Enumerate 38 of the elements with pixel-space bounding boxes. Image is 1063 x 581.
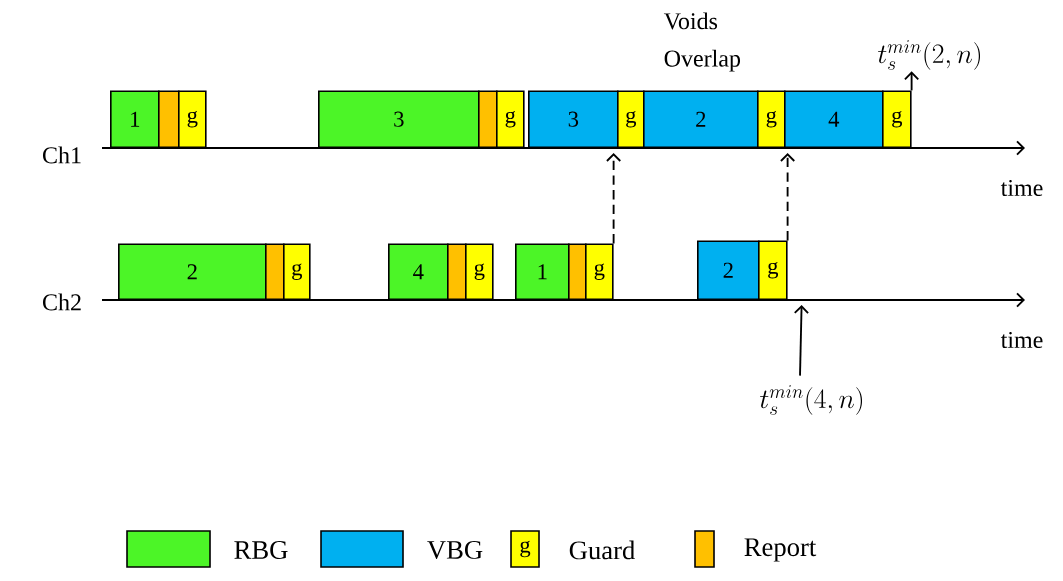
arrow — [780, 153, 796, 242]
axis-label: time — [1000, 331, 1043, 349]
channel-label: Ch1 — [43, 146, 81, 164]
guard-block: g — [617, 90, 645, 148]
legend-label: Report — [744, 538, 817, 562]
arrow — [606, 153, 622, 245]
report-block — [447, 243, 467, 300]
arrow — [904, 71, 920, 92]
report-block — [568, 243, 587, 300]
report-block — [265, 243, 285, 300]
guard-block: g — [496, 90, 525, 148]
vbg-block: 2 — [643, 90, 759, 148]
rbg-block: 1 — [110, 90, 160, 148]
report-block — [478, 90, 498, 148]
guard-block: g — [757, 90, 786, 148]
rbg-block: 1 — [515, 243, 570, 300]
formula-label: $t_s^{min}(4,n)$ — [760, 385, 863, 415]
rbg-block: 3 — [318, 90, 480, 148]
guard-block: g — [465, 243, 494, 300]
rbg-block: 2 — [118, 243, 267, 300]
axis-label: time — [1000, 179, 1043, 197]
legend-label: RBG — [234, 541, 288, 559]
guard-block: g — [585, 243, 614, 300]
guard-block: g — [283, 243, 311, 300]
legend-label: VBG — [427, 540, 483, 559]
formula-label: $t_s^{min}(2,n)$ — [878, 40, 981, 70]
vbg-block: 2 — [697, 240, 760, 300]
rbg-block: 4 — [388, 243, 449, 300]
guard-block: g — [882, 90, 912, 148]
vbg-block: 4 — [784, 90, 884, 148]
arrow — [793, 305, 810, 377]
report-block — [158, 90, 180, 148]
guard-block: g — [758, 240, 788, 300]
legend-label: Guard — [569, 540, 635, 560]
caption-text: Voids Overlap — [663, 12, 741, 72]
guard-block: g — [178, 90, 207, 148]
vbg-block: 3 — [528, 90, 619, 148]
channel-label: Ch2 — [43, 293, 81, 311]
